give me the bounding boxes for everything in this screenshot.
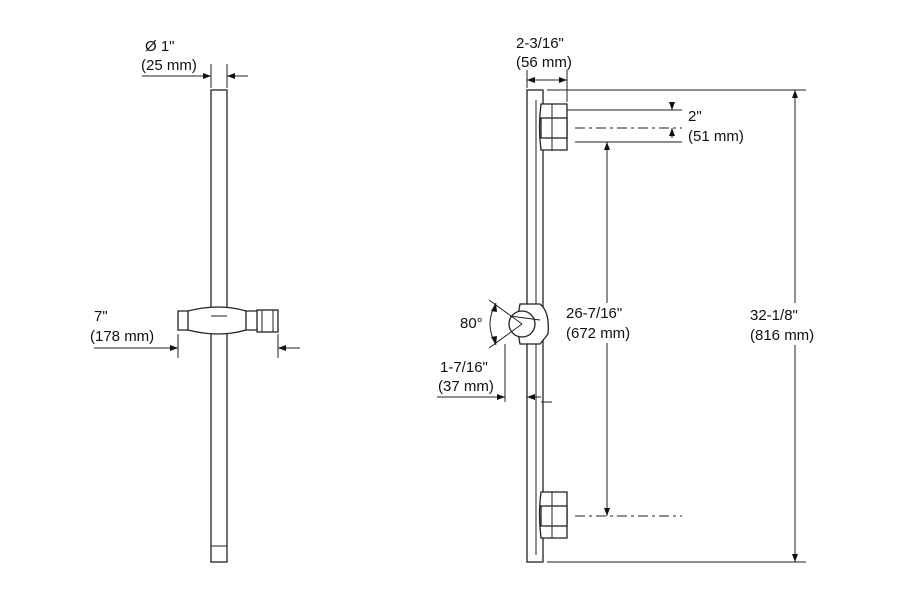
sliding-holder	[508, 303, 549, 345]
diameter-dimension: Ø 1" (25 mm)	[141, 38, 248, 88]
bottom-wall-bracket	[538, 491, 568, 539]
holder-height-imperial-label: 1-7/16"	[440, 359, 488, 376]
holder-height-dimension: 1-7/16" (37 mm)	[437, 344, 552, 403]
bracket-offset-imperial-label: 2"	[688, 108, 702, 125]
bracket-width-imperial-label: 2-3/16"	[516, 35, 564, 52]
mount-spacing-metric-label: (672 mm)	[566, 325, 630, 342]
mount-spacing-dimension: 26-7/16" (672 mm)	[563, 141, 682, 517]
overall-length-metric-label: (816 mm)	[750, 327, 814, 344]
holder-height-metric-label: (37 mm)	[438, 378, 494, 395]
holder-angle-label: 80°	[460, 315, 483, 332]
bracket-width-metric-label: (56 mm)	[516, 54, 572, 71]
holder-depth-dimension: 7" (178 mm)	[90, 308, 300, 358]
bracket-offset-metric-label: (51 mm)	[688, 128, 744, 145]
left-side-view: Ø 1" (25 mm) 7" (178 mm)	[90, 38, 300, 563]
holder-depth-metric-label: (178 mm)	[90, 328, 154, 345]
holder-depth-imperial-label: 7"	[94, 308, 108, 325]
angle-dimension: 80°	[460, 299, 523, 349]
bracket-offset-dimension: 2" (51 mm)	[567, 102, 744, 145]
diameter-imperial-label: Ø 1"	[145, 38, 175, 55]
left-handshower-holder	[177, 306, 279, 335]
mount-spacing-imperial-label: 26-7/16"	[566, 305, 622, 322]
overall-length-dimension: 32-1/8" (816 mm)	[547, 89, 838, 563]
bracket-width-dimension: 2-3/16" (56 mm)	[516, 35, 572, 102]
top-wall-bracket	[538, 103, 568, 151]
overall-length-imperial-label: 32-1/8"	[750, 307, 798, 324]
right-front-view: 80° 1-7/16" (37 mm) 2-3/16" (56 mm)	[437, 35, 838, 563]
diameter-metric-label: (25 mm)	[141, 57, 197, 74]
